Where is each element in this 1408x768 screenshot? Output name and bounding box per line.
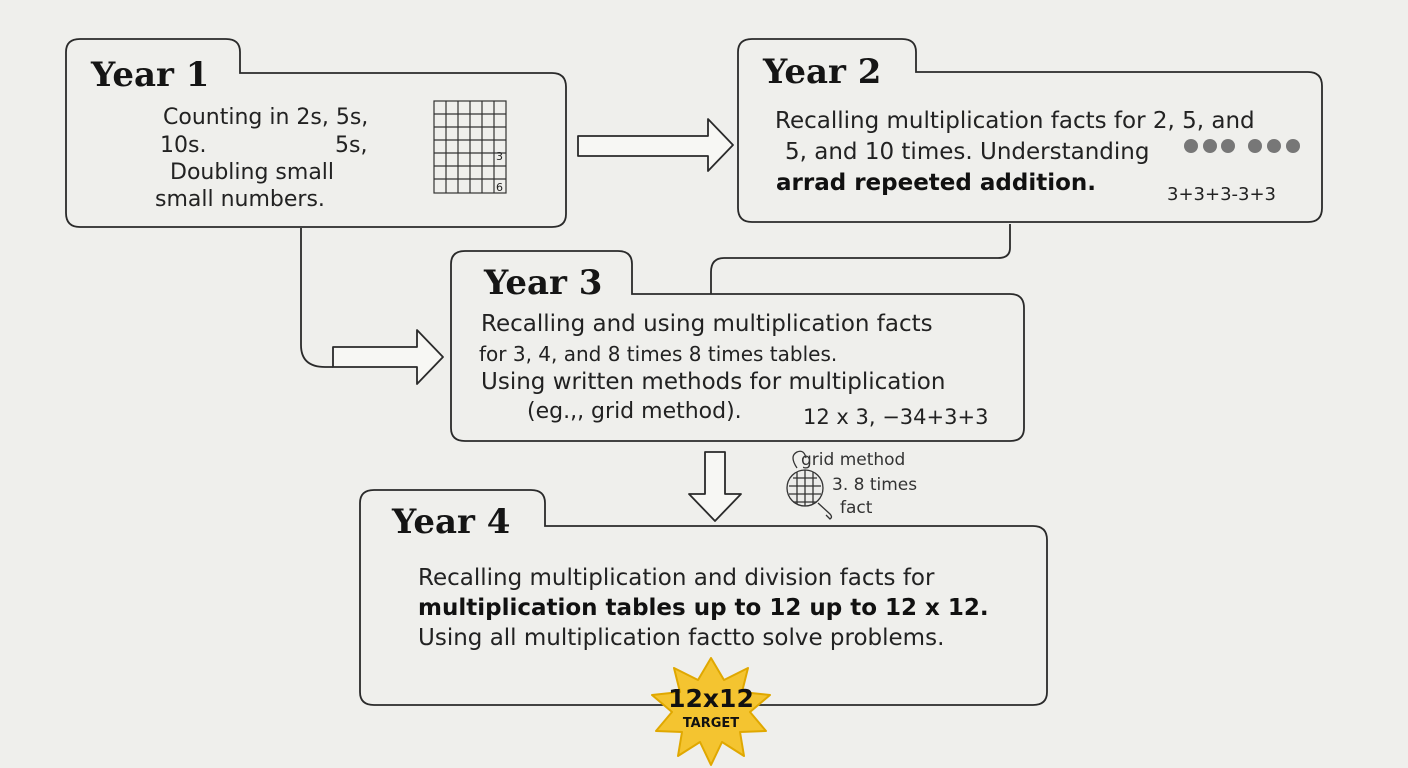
counting-dots-icon <box>1184 139 1300 153</box>
year4-box <box>359 489 1048 706</box>
arrow-year3-to-year4 <box>688 451 742 522</box>
year3-line-4: (eg.,, grid method). <box>527 399 742 424</box>
year3-line-1: Recalling and using multiplication facts <box>481 311 933 337</box>
badge-sub-text: TARGET <box>682 716 740 731</box>
target-star-badge <box>651 657 771 766</box>
grid-label-6: 6 <box>496 181 503 194</box>
year4-line-3: Using all multiplication factto solve pr… <box>418 625 945 651</box>
year3-title: Year 3 <box>484 263 603 303</box>
year4-line-2: multiplication tables up to 12 up to 12 … <box>418 595 989 621</box>
grid-label-3: 3 <box>496 150 503 163</box>
connector-year1-to-year3 <box>300 228 333 368</box>
year3-box <box>450 250 1025 442</box>
year4-title: Year 4 <box>392 502 511 542</box>
badge-main-text: 12x12 <box>668 684 754 713</box>
connector-year2-to-year3 <box>710 224 1011 294</box>
year2-equation: 3+3+3-3+3 <box>1167 184 1277 205</box>
year1-box <box>65 38 567 228</box>
year3-note-line-1: grid method <box>801 450 906 470</box>
year3-line-3: Using written methods for multiplication <box>481 369 946 395</box>
year1-line-3: 5s, <box>335 133 368 158</box>
year3-note-line-2: 3. 8 times <box>832 475 918 495</box>
year2-line-2: 5, and 10 times. Understanding <box>785 139 1150 165</box>
arrow-year1-to-year2 <box>577 118 734 172</box>
year2-title: Year 2 <box>763 52 882 92</box>
year4-line-1: Recalling multiplication and division fa… <box>418 565 935 591</box>
year2-line-1: Recalling multiplication facts for 2, 5,… <box>775 108 1255 134</box>
year1-line-4: Doubling small <box>170 160 335 185</box>
year3-equation: 12 x 3, −34+3+3 <box>803 405 989 429</box>
grid-icon <box>433 100 507 194</box>
year3-line-2: for 3, 4, and 8 times 8 times tables. <box>479 342 838 366</box>
magnifier-grid-icon <box>786 450 833 520</box>
year1-line-5: small numbers. <box>155 187 325 212</box>
arrow-year1-to-year3 <box>332 329 444 385</box>
year1-line-2: 10s. <box>160 133 207 158</box>
year2-line-3: arrad repeeted addition. <box>776 170 1096 196</box>
year3-note-line-3: fact <box>840 498 873 518</box>
year1-line-1: Counting in 2s, 5s, <box>163 105 369 130</box>
year2-box <box>737 38 1323 223</box>
year1-title: Year 1 <box>91 55 210 95</box>
